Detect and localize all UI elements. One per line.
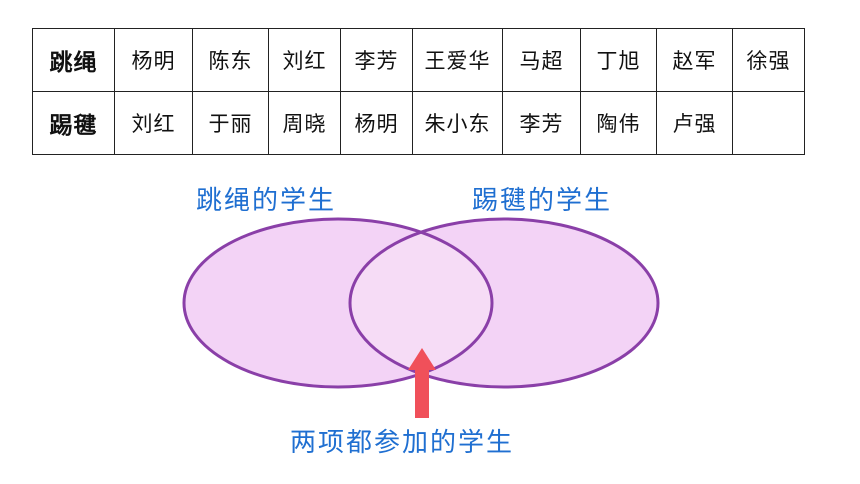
table-cell: 李芳 <box>502 91 581 155</box>
table-cell: 陶伟 <box>580 91 657 155</box>
table-cell: 于丽 <box>192 91 269 155</box>
intersection-label: 两项都参加的学生 <box>290 428 515 458</box>
table-cell: 周晓 <box>268 91 341 155</box>
jump-rope-set-outline <box>182 217 494 389</box>
table-cell <box>732 91 805 155</box>
shuttlecock-set-outline <box>348 217 660 389</box>
jump-rope-set-label: 跳绳的学生 <box>196 186 337 216</box>
table-cell: 丁旭 <box>580 28 657 92</box>
table-cell: 朱小东 <box>412 91 503 155</box>
up-arrow-icon <box>408 348 436 418</box>
table-cell: 陈东 <box>192 28 269 92</box>
table-cell: 赵军 <box>656 28 733 92</box>
table-cell: 杨明 <box>114 28 193 92</box>
table-cell: 王爱华 <box>412 28 503 92</box>
intersection-region <box>350 219 492 387</box>
roster-table: 跳绳 杨明 陈东 刘红 李芳 王爱华 马超 丁旭 赵军 徐强 踢毽 刘红 于丽 … <box>32 28 805 155</box>
table-cell: 徐强 <box>732 28 805 92</box>
row-header-jump-rope: 跳绳 <box>32 28 115 92</box>
row-header-shuttlecock: 踢毽 <box>32 91 115 155</box>
shuttlecock-set-label: 踢毽的学生 <box>472 186 613 216</box>
table-row-shuttlecock: 踢毽 刘红 于丽 周晓 杨明 朱小东 李芳 陶伟 卢强 <box>32 91 805 155</box>
table-cell: 刘红 <box>114 91 193 155</box>
